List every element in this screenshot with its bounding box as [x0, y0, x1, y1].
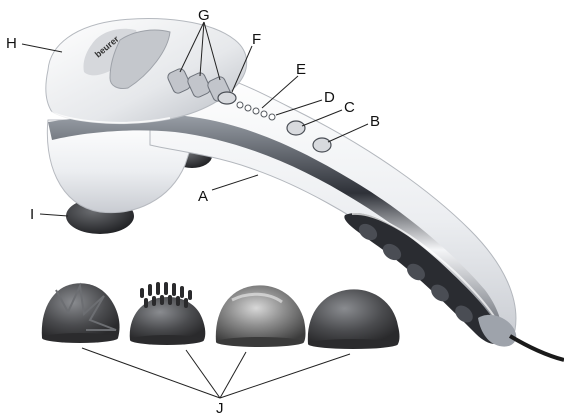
led-5	[269, 114, 275, 120]
label-a: A	[198, 188, 208, 205]
leader-j2	[186, 350, 220, 398]
leader-j4	[220, 354, 350, 398]
label-c: C	[344, 99, 355, 116]
mode-button[interactable]	[218, 92, 236, 104]
power-button[interactable]	[287, 121, 305, 135]
label-g: G	[198, 7, 210, 24]
leader-j3	[220, 352, 246, 398]
leader-a	[212, 175, 258, 190]
label-d: D	[324, 89, 335, 106]
label-j: J	[216, 400, 224, 414]
attachment-dome	[308, 289, 400, 349]
label-i: I	[30, 206, 34, 223]
label-f: F	[252, 31, 261, 48]
attachment-brush	[130, 282, 206, 345]
led-2	[245, 105, 251, 111]
label-h: H	[6, 35, 17, 52]
attachments	[42, 282, 400, 349]
leader-h	[22, 44, 62, 52]
led-4	[261, 111, 267, 117]
led-3	[253, 108, 259, 114]
label-e: E	[296, 61, 306, 78]
led-1	[237, 102, 243, 108]
leader-i	[40, 214, 68, 216]
attachment-star	[42, 283, 120, 343]
leader-j1	[82, 348, 220, 398]
attachment-glass	[216, 285, 306, 347]
label-b: B	[370, 113, 380, 130]
speed-button[interactable]	[313, 138, 331, 152]
power-cord	[510, 336, 564, 360]
